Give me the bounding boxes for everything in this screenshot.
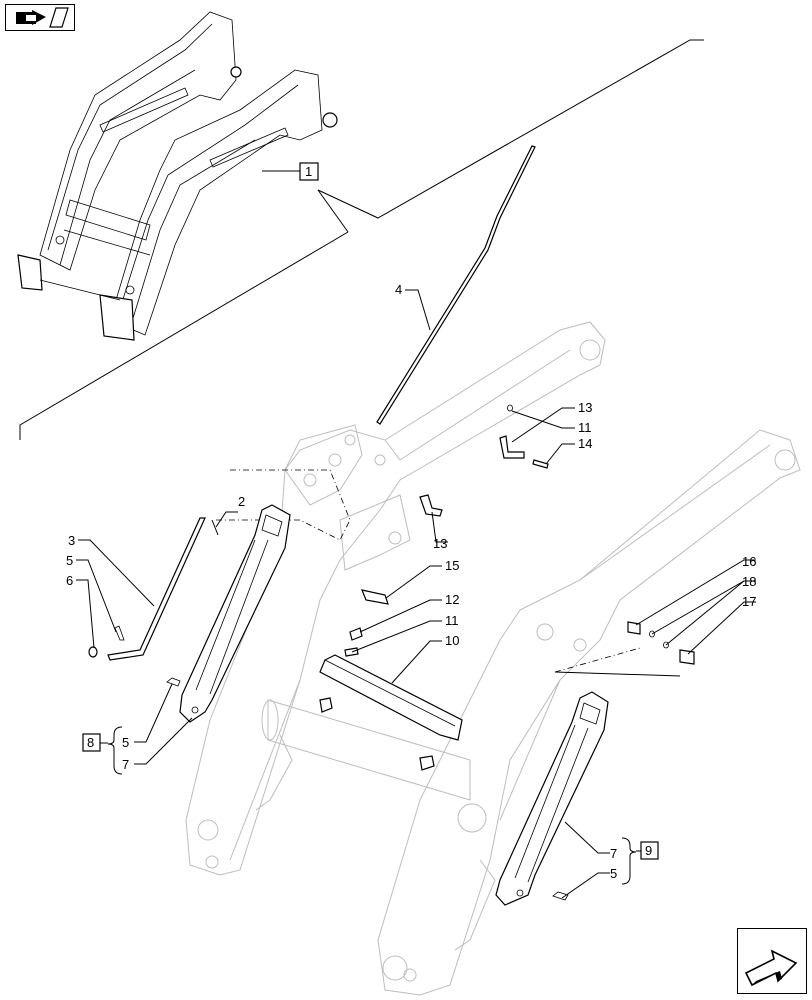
part-13-bracket-upper: [499, 435, 525, 459]
callout-5-group8: 5: [122, 735, 129, 750]
callout-7-group9: 7: [610, 846, 617, 861]
callout-2: 2: [238, 494, 245, 509]
book-arrow-icon: [16, 7, 69, 28]
loader-overview-drawing: [17, 11, 338, 341]
callout-11-upper: 11: [578, 420, 592, 435]
part-11-pin-upper: [507, 404, 513, 412]
part-18-washers: [649, 630, 669, 649]
part-17-cap: [679, 649, 695, 665]
group-8-label: 8: [87, 735, 94, 750]
group-9-bracket: 9: [621, 837, 659, 885]
section-divider-lines: [19, 39, 704, 440]
callout-4: 4: [395, 282, 402, 297]
callout-6: 6: [66, 573, 73, 588]
part-15-clip: [361, 589, 389, 605]
callout-16: 16: [742, 554, 756, 569]
group-8-bracket: 8: [82, 726, 123, 775]
part-2-pin: [211, 519, 219, 536]
part-11-pin-lower: [344, 647, 359, 657]
callout-10: 10: [445, 633, 459, 648]
part-13-bracket-lower: [419, 494, 443, 517]
part-16-pin: [627, 621, 641, 635]
callout-13-upper: 13: [578, 400, 592, 415]
svg-text:1: 1: [305, 164, 312, 179]
part-12-clip: [349, 627, 363, 641]
part-14-bolt: [532, 459, 549, 469]
callout-12: 12: [445, 592, 459, 607]
callout-18: 18: [742, 574, 756, 589]
part-6-washer: [88, 646, 98, 658]
part-5-clip: [114, 625, 181, 687]
group-9-label: 9: [645, 843, 652, 858]
leader-lines: [76, 289, 756, 899]
callout-1-box: 1: [262, 162, 349, 233]
callout-7-group8: 7: [122, 757, 129, 772]
back-to-index-button[interactable]: [5, 4, 75, 31]
callout-labels: 4 2 3 5 6 5 7 13 11 14 13 15 12 11 10 16…: [66, 282, 756, 881]
callout-3: 3: [68, 533, 75, 548]
part-7-cylinder-left: [179, 504, 291, 723]
next-arrow-icon: [744, 949, 798, 987]
callout-5-upper: 5: [66, 553, 73, 568]
callout-11-lower: 11: [445, 613, 459, 628]
callout-14: 14: [578, 436, 592, 451]
callout-13-lower: 13: [433, 536, 447, 551]
callout-15: 15: [445, 558, 459, 573]
part-3-bent-rod: [107, 517, 206, 661]
next-page-button[interactable]: [737, 928, 807, 994]
part-10-bar: [319, 654, 463, 771]
part-4-rod: [376, 145, 536, 425]
main-loader-frame: [185, 321, 801, 996]
callout-17: 17: [742, 594, 756, 609]
callout-5-group9: 5: [610, 866, 617, 881]
part-7-cylinder-right: [495, 691, 609, 906]
